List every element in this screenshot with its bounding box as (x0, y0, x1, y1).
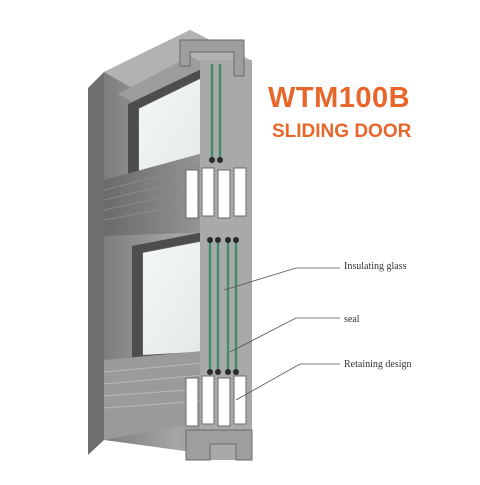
callout-leader-lines (223, 267, 340, 401)
profile-cross-section (179, 39, 253, 461)
callout-seal: seal (344, 314, 360, 325)
upper-sash-frame (128, 64, 212, 196)
product-model-title: WTM100B (268, 82, 411, 114)
callout-insulating-glass: Insulating glass (344, 261, 407, 272)
lower-sash-frame (132, 230, 214, 362)
callout-retaining-design: Retaining design (344, 359, 412, 370)
product-type-subtitle: SLIDING DOOR (272, 121, 412, 142)
frame-left-side (88, 72, 104, 455)
